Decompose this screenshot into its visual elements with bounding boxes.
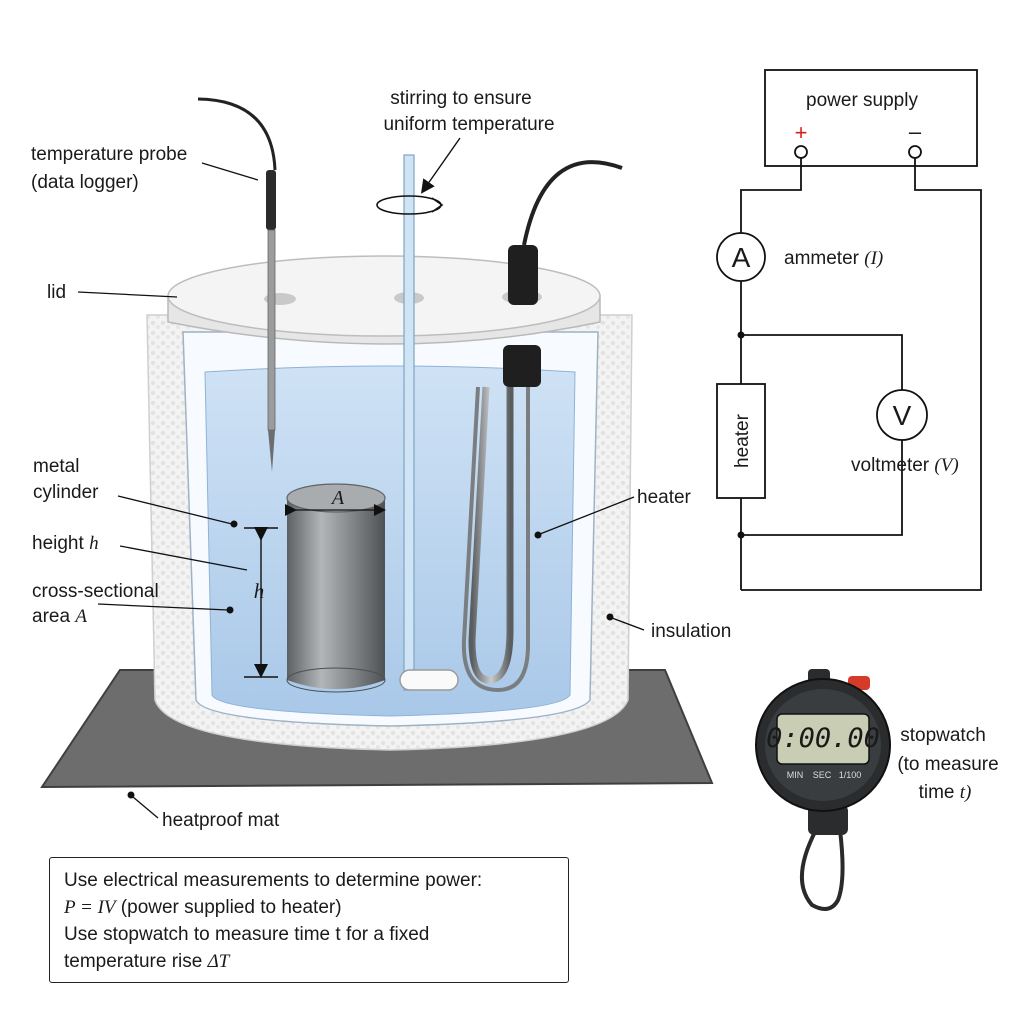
power-formula-description: (power supplied to heater): [115, 897, 342, 918]
ammeter-label: ammeter (I): [784, 248, 883, 269]
note-line-2: P = IV (power supplied to heater): [64, 897, 342, 919]
power-formula: P = IV: [64, 897, 116, 918]
temperature-probe: [197, 97, 277, 472]
height-label: height h: [32, 533, 99, 554]
ammeter-letter: A: [732, 242, 751, 273]
stopwatch-lcd: [776, 713, 870, 765]
negative-terminal-sign: –: [909, 119, 922, 144]
stopwatch-lanyard: [800, 829, 845, 911]
stopwatch-sec-label: SEC: [813, 770, 832, 780]
beaker: [182, 331, 599, 727]
explanation-box: Use electrical measurements to determine…: [49, 857, 569, 983]
note-line-1: Use electrical measurements to determine…: [64, 870, 483, 891]
heater-resistor-label: heater: [732, 413, 753, 468]
lid-label: lid: [47, 282, 66, 303]
voltmeter-symbol: [876, 389, 928, 441]
immersion-heater: [461, 160, 623, 693]
stirring-label-line2: uniform temperature: [383, 114, 554, 135]
delta-t-symbol: ΔT: [207, 951, 230, 972]
cylinder-area-symbol: A: [330, 487, 345, 509]
power-supply-label: power supply: [806, 90, 918, 111]
probe-label-line1: temperature probe: [31, 144, 187, 165]
voltmeter-letter: V: [893, 400, 912, 431]
positive-terminal-sign: +: [795, 120, 808, 145]
insulation-label: insulation: [651, 621, 731, 642]
stopwatch-label-line2: (to measure: [897, 754, 998, 775]
stopwatch-label-line3: time t): [919, 782, 972, 803]
electrical-circuit: power supply + – A ammeter (I) heater V …: [716, 69, 982, 591]
note-line-3: Use stopwatch to measure time t for a fi…: [64, 924, 430, 945]
temperature-rise-text: temperature rise: [64, 951, 208, 972]
metal-cylinder: A: [285, 483, 386, 693]
stopwatch-min-label: MIN: [787, 770, 804, 780]
lid: [167, 255, 601, 345]
area-label-line1: cross-sectional: [32, 581, 159, 602]
stirrer-bar: [399, 669, 459, 691]
height-dimension: h: [244, 527, 278, 678]
heater-resistor: [716, 383, 766, 499]
stirring-label-line1: stirring to ensure: [390, 88, 532, 109]
ammeter-symbol: [716, 232, 766, 282]
negative-terminal: [908, 145, 922, 159]
heater-label: heater: [637, 487, 692, 508]
stopwatch: 0:00.00 MIN SEC 1/100: [755, 669, 891, 911]
metal-label-line2: cylinder: [33, 482, 99, 503]
metal-label-line1: metal: [33, 456, 79, 477]
note-line-4: temperature rise ΔT: [64, 951, 229, 973]
stopwatch-hundredths-label: 1/100: [839, 770, 862, 780]
positive-terminal: [794, 145, 808, 159]
probe-label-line2: (data logger): [31, 172, 139, 193]
height-symbol-in-diagram: h: [254, 579, 265, 603]
voltmeter-label: voltmeter (V): [851, 455, 959, 476]
heatproof-mat-label: heatproof mat: [162, 810, 280, 831]
stopwatch-display: 0:00.00: [766, 723, 880, 754]
area-label-line2: area A: [32, 606, 87, 627]
stopwatch-label-line1: stopwatch: [900, 725, 986, 746]
